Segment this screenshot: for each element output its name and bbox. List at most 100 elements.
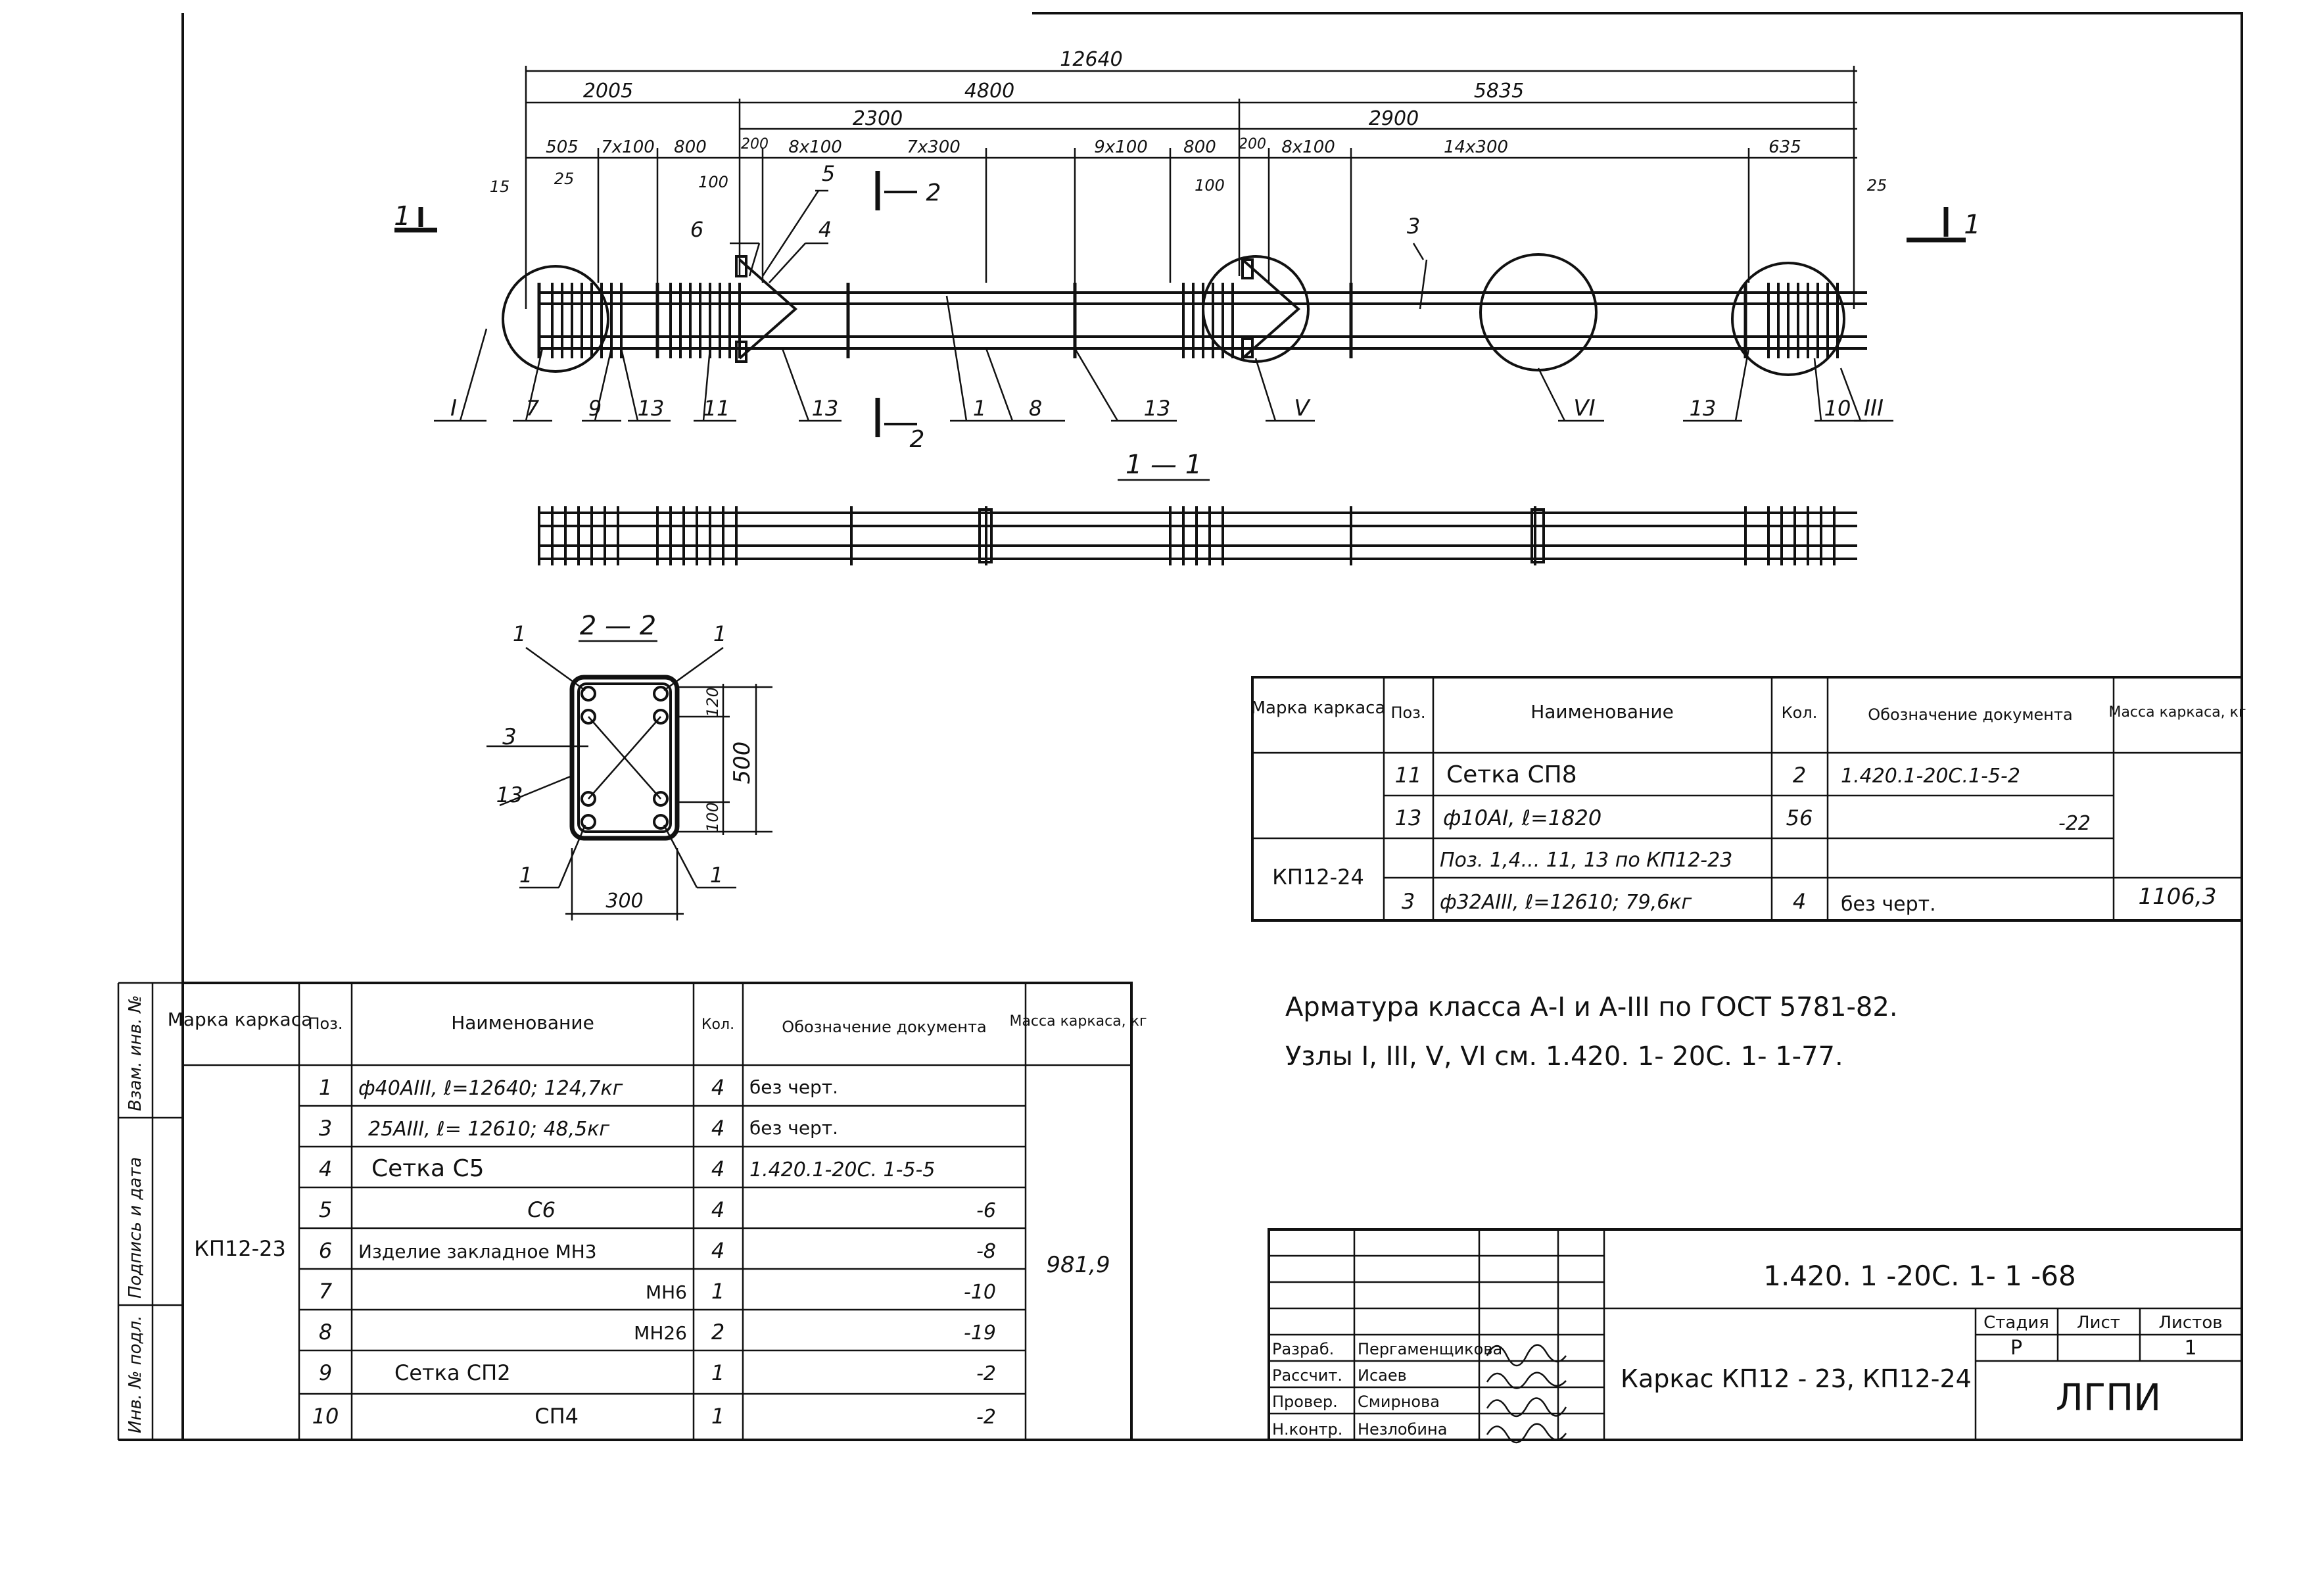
- sec22-label-1d: 1: [710, 863, 723, 888]
- table-left: Марка каркаса Поз. Наименование Кол. Обо…: [168, 982, 1147, 1441]
- dim-7x300: 7x300: [907, 137, 960, 157]
- dim-25-b: 25: [1867, 176, 1887, 195]
- tb-name-2: Исаев: [1358, 1366, 1407, 1385]
- dim-5835: 5835: [1474, 80, 1524, 103]
- tl-h-mark: Марка каркаса: [168, 1009, 313, 1030]
- tb-title: Каркас КП12 - 23, КП12-24: [1621, 1364, 1972, 1393]
- tl-r2-pos: 3: [319, 1116, 332, 1141]
- tl-r1-pos: 1: [319, 1075, 332, 1100]
- tl-r1-qty: 4: [711, 1075, 724, 1100]
- tl-mass: 981,9: [1046, 1252, 1110, 1278]
- tl-r7-pos: 8: [319, 1320, 332, 1345]
- tr-r4-pos: 3: [1402, 889, 1415, 914]
- dim-25-a: 25: [554, 170, 575, 188]
- tl-r4-qty: 4: [711, 1197, 724, 1222]
- tl-r3-name: Сетка С5: [371, 1155, 485, 1182]
- tl-r8-pos: 9: [319, 1360, 332, 1385]
- tr-mass: 1106,3: [2139, 884, 2217, 910]
- sec22-label-3: 3: [502, 724, 517, 750]
- tr-h-name: Наименование: [1530, 701, 1674, 723]
- node-VI: VI: [1573, 395, 1595, 421]
- side-stamp-sign: Подпись и дата: [126, 1157, 145, 1299]
- tl-h-qty: Кол.: [701, 1016, 734, 1033]
- dim-505: 505: [546, 137, 579, 157]
- dim-200-a: 200: [741, 136, 769, 153]
- tl-r3-pos: 4: [319, 1157, 332, 1181]
- tl-r6-name: МН6: [646, 1281, 687, 1303]
- pos-8: 8: [1029, 396, 1042, 421]
- tl-r5-qty: 4: [711, 1238, 724, 1263]
- node-III: III: [1864, 395, 1884, 421]
- tl-r2-name: 25АIII, ℓ= 12610; 48,5кг: [368, 1118, 609, 1141]
- tl-r4-doc: -6: [976, 1199, 996, 1222]
- tl-r9-name: СП4: [534, 1404, 579, 1429]
- dim-2300: 2300: [853, 107, 903, 130]
- tl-r7-qty: 2: [711, 1320, 724, 1345]
- tl-r6-qty: 1: [711, 1279, 724, 1304]
- tl-r7-name: МН26: [634, 1322, 687, 1344]
- tl-r2-doc: без черт.: [749, 1117, 838, 1139]
- tl-r2-qty: 4: [711, 1116, 724, 1141]
- signatures: [1486, 1344, 1567, 1444]
- dim-8x100-a: 8x100: [788, 137, 842, 157]
- tl-mark: КП12-23: [194, 1236, 286, 1261]
- elevation-view: [394, 66, 1966, 437]
- tb-sheet-label: Лист: [2077, 1313, 2120, 1333]
- dim-9x100: 9x100: [1094, 137, 1148, 157]
- pos-13-c: 13: [1144, 396, 1171, 421]
- tr-r3-name: Поз. 1,4... 11, 13 по КП12-23: [1440, 849, 1732, 872]
- node-V: V: [1294, 395, 1311, 421]
- dim-800-a: 800: [674, 137, 707, 157]
- tl-r1-name: ф40АIII, ℓ=12640; 124,7кг: [358, 1077, 623, 1100]
- tb-role-4: Н.контр.: [1272, 1420, 1342, 1439]
- section-11-title: 1 — 1: [1126, 450, 1202, 480]
- tr-r1-name: Сетка СП8: [1446, 761, 1577, 788]
- pos-13-a: 13: [638, 396, 665, 421]
- dim-2900: 2900: [1369, 107, 1419, 130]
- tb-role-2: Рассчит.: [1272, 1366, 1342, 1385]
- tr-r4-qty: 4: [1793, 889, 1806, 914]
- sec22-label-13: 13: [496, 782, 523, 807]
- tl-r8-doc: -2: [976, 1362, 996, 1385]
- sec22-dim-120: 120: [703, 687, 722, 717]
- dim-2005: 2005: [583, 80, 633, 103]
- dim-overall: 12640: [1060, 48, 1122, 71]
- tr-h-mass: Масса каркаса, кг: [2108, 704, 2246, 721]
- tr-h-mark: Марка каркаса: [1251, 698, 1386, 718]
- tl-h-name: Наименование: [451, 1012, 594, 1034]
- tr-r2-doc: -22: [2058, 812, 2091, 835]
- side-stamp-replace: Взам. инв. №: [126, 995, 145, 1111]
- dim-100-a: 100: [698, 173, 728, 191]
- elevation-labels: 12640 2005 4800 5835 2300 2900 505 7x100…: [394, 48, 1980, 453]
- tl-r4-name: С6: [527, 1197, 556, 1222]
- dim-635: 635: [1768, 137, 1801, 157]
- tr-r4-doc: без черт.: [1841, 893, 1936, 916]
- tl-r5-name: Изделие закладное МН3: [358, 1241, 597, 1262]
- node-I: I: [450, 395, 457, 421]
- sec22-dim-100: 100: [703, 802, 722, 832]
- section-mark-right: 1: [1964, 210, 1980, 240]
- tl-r3-qty: 4: [711, 1157, 724, 1181]
- dim-15: 15: [490, 178, 510, 196]
- pos-13-b: 13: [812, 396, 839, 421]
- tr-r1-doc: 1.420.1-20С.1-5-2: [1841, 765, 2020, 788]
- tr-r2-name: ф10АI, ℓ=1820: [1443, 805, 1601, 830]
- tl-r5-pos: 6: [319, 1238, 332, 1263]
- pos-1: 1: [973, 396, 986, 421]
- tb-org: ЛГПИ: [2056, 1377, 2161, 1419]
- tb-sheets-label: Листов: [2158, 1313, 2222, 1333]
- pos-6: 6: [690, 217, 703, 242]
- tr-r1-qty: 2: [1793, 763, 1806, 788]
- pos-11: 11: [703, 396, 730, 421]
- tl-r3-doc: 1.420.1-20С. 1-5-5: [749, 1158, 935, 1181]
- dim-4800: 4800: [964, 80, 1014, 103]
- tl-r9-qty: 1: [711, 1404, 724, 1429]
- tr-mark: КП12-24: [1272, 865, 1364, 890]
- note-1: Арматура класса А-I и А-III по ГОСТ 5781…: [1285, 992, 1898, 1022]
- section-22-title: 2 — 2: [580, 611, 656, 641]
- dim-7x100-a: 7x100: [601, 137, 655, 157]
- tl-r9-pos: 10: [312, 1404, 339, 1429]
- section-mark-2-bottom: 2: [910, 426, 925, 453]
- pos-9: 9: [588, 396, 602, 421]
